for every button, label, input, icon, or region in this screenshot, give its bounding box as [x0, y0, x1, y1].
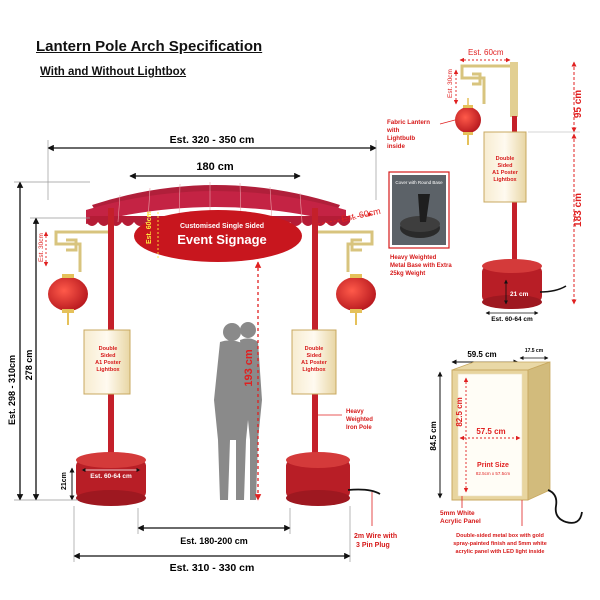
lightbox-right-l1: Double [305, 346, 324, 352]
detail-dim-height: 84.5 cm [429, 421, 438, 450]
page-subtitle: With and Without Lightbox [40, 66, 187, 78]
lightbox-detail: 59.5 cm 17.5 cm 82.5 cm 57.5 cm Print Si… [429, 348, 583, 555]
gold-frame-right [318, 230, 374, 272]
label-base-l1: Heavy Weighted [390, 255, 437, 261]
side-lightbox-l2: Sided [498, 163, 513, 169]
dim-frame-height: Est. 30cm [38, 231, 49, 267]
lantern-right [336, 274, 376, 325]
side-base: Est. 60-64 cm 21 cm [482, 259, 567, 323]
gold-frame-left [54, 230, 108, 272]
dim-pole-height: 278 cm [24, 217, 40, 501]
side-dim-base-height: 21 cm [510, 291, 529, 298]
label-pole-l3: Iron Pole [346, 425, 372, 431]
side-top-cap [510, 62, 518, 117]
dim-base-gap-text: Est. 180-200 cm [180, 536, 248, 546]
side-dim-base-diameter: Est. 60-64 cm [491, 316, 533, 323]
lightbox-right-l3: A1 Poster [301, 360, 328, 366]
base-left: Est. 60-64 cm [76, 452, 146, 506]
print-size-value: 82.5cm x 57.5cm [476, 471, 511, 476]
dim-total-height-text: Est. 298 - 310cm [7, 355, 17, 425]
label-panel-l1: 5mm White [440, 510, 475, 517]
label-wire-l1: 2m Wire with [354, 533, 397, 540]
event-signage: Customised Single Sided Event Signage Es… [134, 210, 302, 262]
lightbox-right: Double Sided A1 Poster Lightbox [291, 329, 337, 395]
side-lantern [455, 98, 481, 145]
dim-sign-height-text: Est. 60cm [146, 211, 153, 244]
lantern-left [48, 274, 88, 325]
label-lantern-l1: Fabric Lantern [387, 119, 430, 126]
label-lantern-l3: Lightbulb [387, 135, 415, 142]
lightbox-left-l4: Lightbox [96, 367, 120, 373]
label-base-l3: 25kg Weight [390, 271, 425, 277]
lightbox-left-l2: Sided [101, 353, 116, 359]
detail-cable [547, 489, 583, 524]
label-heavy-base: Heavy Weighted Metal Base with Extra 25k… [390, 255, 452, 277]
lightbox-right-l4: Lightbox [302, 367, 326, 373]
detail-dim-width: 59.5 cm [467, 350, 496, 359]
side-view: Est. 60cm Est. 30cm Fabric Lantern with … [386, 48, 584, 323]
dim-pole-height-text: 278 cm [24, 350, 34, 381]
side-dim-frame-height: Est. 30cm [447, 69, 454, 98]
detail-dim-depth: 17.5 cm [525, 348, 544, 354]
print-size-label: Print Size [477, 462, 509, 469]
side-lightbox: Double Sided A1 Poster Lightbox [483, 131, 527, 203]
label-box-l3: acrylic panel with LED light inside [456, 549, 545, 555]
dim-clearance: 193 cm [243, 261, 262, 501]
label-lantern-l4: inside [387, 143, 405, 150]
base-left-diameter-text: Est. 60-64 cm [90, 473, 132, 480]
label-wire-l2: 3 Pin Plug [356, 542, 390, 549]
label-box-l2: spray-painted finish and 5mm white [453, 541, 547, 547]
lightbox-left-l3: A1 Poster [95, 360, 122, 366]
dim-bottom-width-text: Est. 310 - 330 cm [170, 562, 255, 574]
side-dim-heights: 95 cm 183 cm [528, 61, 584, 305]
label-lantern: Fabric Lantern with Lightbulb inside [386, 119, 456, 150]
dim-top-width: Est. 320 - 350 cm [47, 134, 377, 200]
base-inset-photo: Cover with Round Base [388, 171, 450, 249]
dim-total-height: Est. 298 - 310cm [7, 181, 24, 501]
detail-dim-inner-height: 82.5 cm [455, 397, 464, 426]
side-lightbox-l3: A1 Poster [492, 170, 519, 176]
side-dim-frame-width: Est. 60cm [468, 48, 504, 57]
label-panel-l2: Acrylic Panel [440, 518, 481, 525]
dim-clearance-text: 193 cm [243, 349, 255, 387]
label-lantern-l2: with [386, 127, 400, 134]
dim-bottom-width: Est. 310 - 330 cm [73, 506, 351, 574]
side-lightbox-l4: Lightbox [493, 177, 517, 183]
signage-line2: Event Signage [177, 232, 267, 247]
main-arch: Est. 320 - 350 cm 180 cm [7, 134, 397, 574]
dim-base-height-text: 21cm [61, 472, 68, 490]
dim-canopy-width-text: 180 cm [196, 161, 234, 173]
detail-dim-inner-width: 57.5 cm [476, 427, 505, 436]
dim-frame-width-text: Est. 60cm [340, 206, 381, 224]
dim-top-width-text: Est. 320 - 350 cm [170, 134, 255, 146]
side-gold-frame [460, 64, 510, 104]
side-lightbox-l1: Double [496, 156, 515, 162]
dim-base-height: 21cm [61, 467, 75, 501]
label-iron-pole: Heavy Weighted Iron Pole [318, 409, 373, 431]
label-base-l2: Metal Base with Extra [390, 263, 452, 269]
lightbox-left-l1: Double [99, 346, 118, 352]
label-box-l1: Double-sided metal box with gold [456, 533, 544, 539]
label-pole-l1: Heavy [346, 409, 364, 415]
dim-canopy-width: 180 cm [129, 161, 301, 180]
lightbox-right-l2: Sided [307, 353, 322, 359]
side-dim-upper: 95 cm [573, 90, 584, 118]
people-silhouette [214, 322, 262, 500]
page-title: Lantern Pole Arch Specification [36, 38, 263, 55]
base-right [286, 452, 350, 506]
side-dim-lower: 183 cm [573, 193, 584, 227]
dim-frame-height-text: Est. 30cm [38, 233, 45, 262]
power-wire [347, 488, 381, 495]
lightbox-left: Double Sided A1 Poster Lightbox [83, 329, 131, 395]
inset-caption: Cover with Round Base [395, 180, 443, 185]
signage-line1: Customised Single Sided [180, 223, 264, 230]
dim-base-gap: Est. 180-200 cm [137, 508, 291, 546]
label-wire: 2m Wire with 3 Pin Plug [354, 492, 397, 549]
label-pole-l2: Weighted [346, 417, 373, 423]
